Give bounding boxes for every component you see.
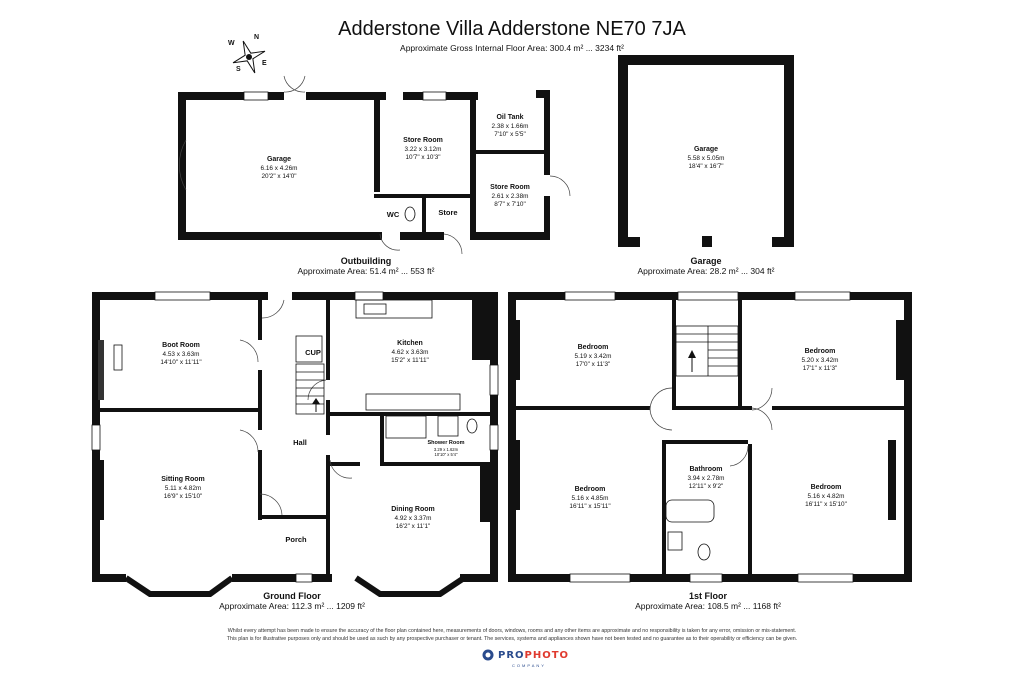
- room-name: Store Room: [403, 137, 443, 144]
- room-metric: 5.16 x 4.82m: [807, 492, 845, 500]
- room-name: Bedroom: [804, 348, 836, 355]
- room-imperial: 12'11" x 9'2": [688, 482, 724, 490]
- room-bedroom-2: Bedroom 5.20 x 3.42m 17'1" x 11'3": [760, 348, 880, 373]
- section-area: Approximate Area: 112.3 m² ... 1209 ft²: [219, 601, 365, 611]
- room-name: Garage: [266, 156, 292, 163]
- room-shower-room: Shower Room 3.29 x 1.62m 10'10" x 5'4": [386, 440, 506, 457]
- room-name: Store Room: [490, 184, 530, 191]
- prophoto-logo: PROPHOTO COMPANY: [482, 649, 569, 668]
- room-imperial: 14'10" x 11'11": [160, 358, 202, 366]
- section-name: Outbuilding: [340, 256, 392, 266]
- room-imperial: 17'0" x 11'3": [575, 360, 611, 368]
- room-name: Kitchen: [397, 340, 423, 347]
- camera-lens-icon: [482, 649, 494, 661]
- disclaimer-line: This plan is for illustrative purposes o…: [226, 635, 798, 642]
- room-imperial: 18'4" x 16'7": [688, 162, 724, 170]
- room-bedroom-1: Bedroom 5.19 x 3.42m 17'0" x 11'3": [533, 344, 653, 369]
- section-ground-floor: Ground Floor Approximate Area: 112.3 m² …: [162, 591, 422, 611]
- room-imperial: 10'10" x 5'4": [434, 452, 458, 458]
- room-name: Dining Room: [391, 506, 435, 513]
- room-imperial: 16'11" x 15'11": [569, 502, 611, 510]
- room-bedroom-4: Bedroom 5.16 x 4.82m 16'11" x 15'10": [766, 484, 886, 509]
- gross-area: Approximate Gross Internal Floor Area: 3…: [400, 43, 624, 53]
- room-metric: 3.29 x 1.62m: [433, 446, 459, 452]
- logo-text-a: PRO: [498, 649, 525, 661]
- room-metric: 3.94 x 2.78m: [687, 474, 725, 482]
- room-oil-tank: Oil Tank 2.38 x 1.66m 7'10" x 5'5": [450, 114, 570, 139]
- room-metric: 5.16 x 4.85m: [571, 494, 609, 502]
- page-title: Adderstone Villa Adderstone NE70 7JA: [338, 18, 686, 40]
- room-imperial: 7'10" x 5'5": [494, 130, 526, 138]
- room-name: Shower Room: [427, 440, 465, 446]
- disclaimer-line: Whilst every attempt has been made to en…: [227, 628, 797, 634]
- room-metric: 5.58 x 5.05m: [687, 154, 725, 162]
- section-first-floor: 1st Floor Approximate Area: 108.5 m² ...…: [578, 591, 838, 611]
- logo-text-b: PHOTO: [524, 649, 570, 661]
- room-imperial: 20'2" x 14'0": [261, 172, 297, 180]
- room-garage: Garage 5.58 x 5.05m 18'4" x 16'7": [646, 146, 766, 171]
- section-area: Approximate Area: 51.4 m² ... 553 ft²: [297, 266, 435, 276]
- room-dining-room: Dining Room 4.92 x 3.37m 16'2" x 11'1": [353, 506, 473, 531]
- room-metric: 2.38 x 1.66m: [491, 122, 529, 130]
- compass-w: W: [228, 40, 235, 47]
- room-imperial: 16'2" x 11'1": [395, 522, 431, 530]
- room-bathroom: Bathroom 3.94 x 2.78m 12'11" x 9'2": [646, 466, 766, 491]
- room-imperial: 16'11" x 15'10": [805, 500, 847, 508]
- room-metric: 6.16 x 4.26m: [260, 164, 298, 172]
- room-metric: 5.19 x 3.42m: [574, 352, 612, 360]
- room-wc: WC: [386, 210, 400, 219]
- room-metric: 4.92 x 3.37m: [394, 514, 432, 522]
- room-name: Bedroom: [577, 344, 609, 351]
- room-imperial: 16'9" x 15'10": [163, 492, 203, 500]
- section-name: Ground Floor: [263, 591, 321, 601]
- compass-rose-icon: N E S W: [228, 34, 270, 78]
- room-name: Bedroom: [574, 486, 606, 493]
- section-outbuilding: Outbuilding Approximate Area: 51.4 m² ..…: [236, 256, 496, 276]
- room-name: Sitting Room: [161, 476, 205, 483]
- room-cupboard: CUP: [305, 348, 321, 357]
- compass-e: E: [262, 60, 267, 67]
- room-imperial: 10'7" x 10'3": [405, 153, 441, 161]
- room-imperial: 8'7" x 7'10": [494, 200, 526, 208]
- room-name: Garage: [693, 146, 719, 153]
- room-kitchen: Kitchen 4.62 x 3.63m 15'2" x 11'11": [350, 340, 470, 365]
- section-area: Approximate Area: 28.2 m² ... 304 ft²: [637, 266, 775, 276]
- logo-subtext: COMPANY: [512, 663, 546, 668]
- disclaimer: Whilst every attempt has been made to en…: [60, 628, 964, 644]
- room-boot-room: Boot Room 4.53 x 3.63m 14'10" x 11'11": [121, 342, 241, 367]
- section-name: Garage: [690, 256, 722, 266]
- compass-n: N: [254, 34, 260, 41]
- room-metric: 4.53 x 3.63m: [162, 350, 200, 358]
- room-metric: 5.11 x 4.82m: [164, 484, 202, 492]
- room-name: Boot Room: [162, 342, 200, 349]
- room-metric: 4.62 x 3.63m: [391, 348, 429, 356]
- room-imperial: 15'2" x 11'11": [391, 356, 429, 364]
- room-outbuilding-store-room: Store Room 3.22 x 3.12m 10'7" x 10'3": [363, 137, 483, 162]
- room-hall: Hall: [293, 438, 307, 447]
- room-name: Bathroom: [689, 466, 723, 473]
- room-imperial: 17'1" x 11'3": [802, 364, 838, 372]
- room-metric: 5.20 x 3.42m: [801, 356, 839, 364]
- room-sitting-room: Sitting Room 5.11 x 4.82m 16'9" x 15'10": [123, 476, 243, 501]
- room-bedroom-3: Bedroom 5.16 x 4.85m 16'11" x 15'11": [530, 486, 650, 511]
- room-metric: 2.61 x 2.38m: [491, 192, 529, 200]
- logo-text: PROPHOTO: [498, 650, 569, 661]
- room-name: Bedroom: [810, 484, 842, 491]
- room-outbuilding-garage: Garage 6.16 x 4.26m 20'2" x 14'0": [219, 156, 339, 181]
- room-name: Oil Tank: [496, 114, 524, 121]
- compass-s: S: [236, 66, 241, 73]
- room-store: Store: [438, 208, 458, 217]
- section-area: Approximate Area: 108.5 m² ... 1168 ft²: [635, 601, 781, 611]
- room-outbuilding-store-room-2: Store Room 2.61 x 2.38m 8'7" x 7'10": [450, 184, 570, 209]
- room-porch: Porch: [285, 535, 307, 544]
- section-name: 1st Floor: [688, 591, 727, 601]
- room-metric: 3.22 x 3.12m: [404, 145, 442, 153]
- section-garage: Garage Approximate Area: 28.2 m² ... 304…: [576, 256, 836, 276]
